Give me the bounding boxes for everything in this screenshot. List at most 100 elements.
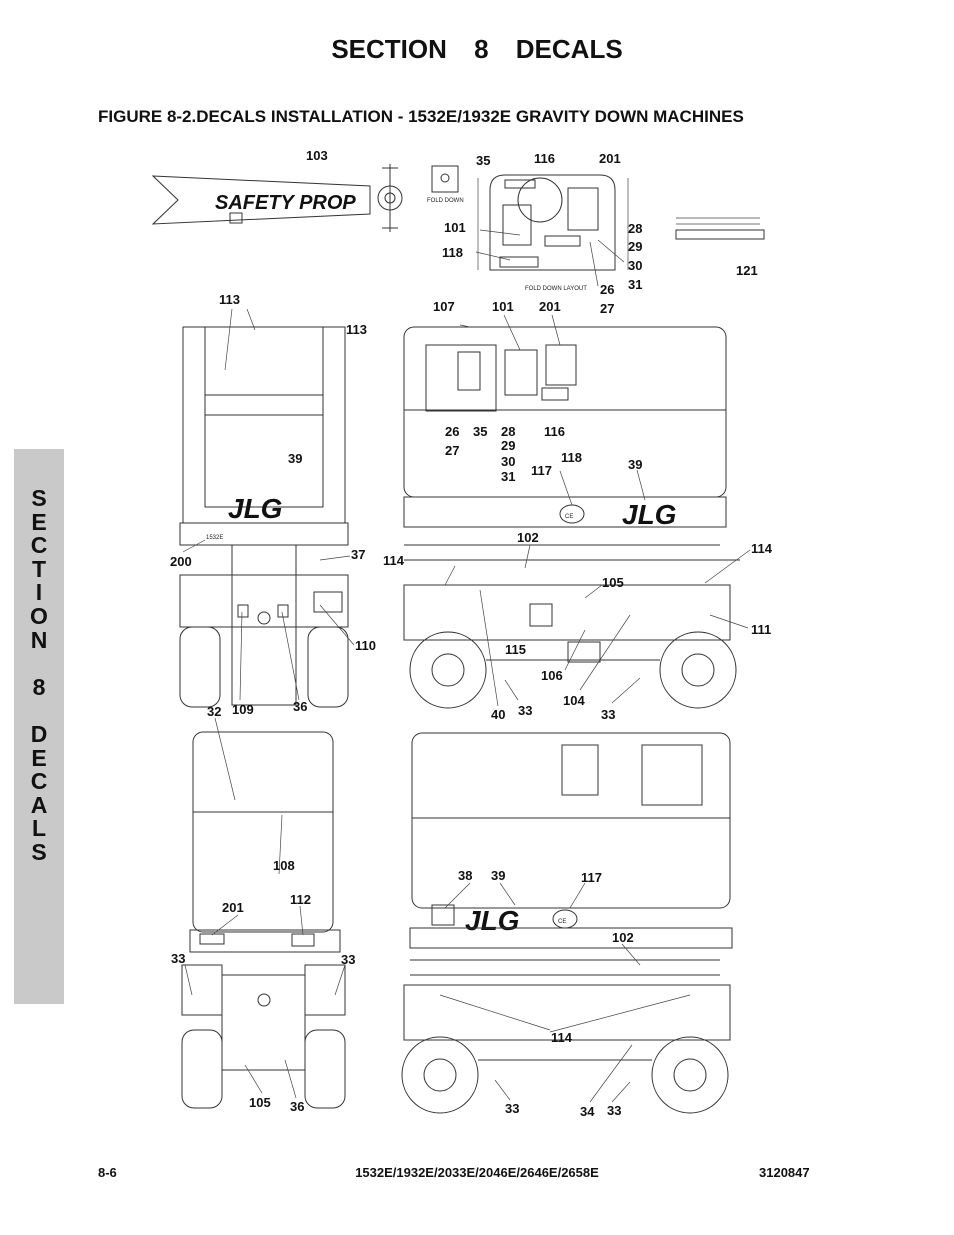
svg-text:121: 121 (736, 263, 758, 278)
svg-text:30: 30 (628, 258, 642, 273)
svg-text:101: 101 (444, 220, 466, 235)
svg-text:113: 113 (219, 292, 240, 307)
ce-mark-lower: CE (558, 919, 566, 925)
ce-mark-upper: CE (565, 514, 573, 520)
svg-text:200: 200 (170, 554, 192, 569)
svg-text:28: 28 (628, 221, 642, 236)
fold-down-layout: FOLD DOWN FOLD DOWN LAYOUT (427, 165, 629, 292)
svg-text:33: 33 (171, 951, 185, 966)
page-title: SECTION 8 DECALS (331, 34, 623, 64)
svg-text:201: 201 (539, 299, 561, 314)
svg-text:101: 101 (492, 299, 514, 314)
svg-text:110: 110 (355, 638, 376, 653)
svg-text:38: 38 (458, 868, 472, 883)
svg-text:33: 33 (505, 1101, 519, 1116)
footer-doc-number: 3120847 (759, 1165, 810, 1180)
safety-prop-decal: SAFETY PROP (151, 164, 403, 232)
side-tab-letter: N (30, 626, 48, 653)
svg-text:27: 27 (600, 301, 614, 316)
svg-text:102: 102 (612, 930, 634, 945)
svg-text:32: 32 (207, 704, 221, 719)
svg-text:106: 106 (541, 668, 563, 683)
side-tab-letter: E (31, 508, 47, 535)
svg-text:118: 118 (561, 450, 582, 465)
svg-text:31: 31 (628, 277, 642, 292)
svg-text:109: 109 (232, 702, 254, 717)
side-tab-letter: S (31, 485, 47, 511)
svg-text:37: 37 (351, 547, 365, 562)
svg-text:105: 105 (249, 1095, 271, 1110)
side-tab-letter: O (30, 602, 48, 629)
figure-title: FIGURE 8-2.DECALS INSTALLATION - 1532E/1… (98, 107, 744, 126)
side-tab-letter: D (30, 720, 48, 747)
svg-text:40: 40 (491, 707, 505, 722)
svg-text:31: 31 (501, 469, 515, 484)
svg-text:117: 117 (581, 870, 602, 885)
svg-text:112: 112 (290, 892, 311, 907)
safety-prop-text: SAFETY PROP (215, 192, 356, 214)
jlg-logo-side-upper: JLG (622, 499, 676, 530)
svg-text:104: 104 (563, 693, 585, 708)
svg-text:35: 35 (473, 424, 487, 439)
side-view-upper: JLG CE (403, 326, 740, 709)
svg-text:102: 102 (517, 530, 539, 545)
svg-text:114: 114 (551, 1030, 573, 1045)
svg-text:105: 105 (602, 575, 624, 590)
svg-text:201: 201 (222, 900, 244, 915)
svg-text:FOLD DOWN: FOLD DOWN (427, 198, 464, 204)
svg-text:26: 26 (600, 282, 614, 297)
svg-text:39: 39 (288, 451, 302, 466)
svg-text:117: 117 (531, 463, 552, 478)
side-tab-letter: 8 (32, 673, 46, 700)
svg-text:118: 118 (442, 245, 463, 260)
svg-text:115: 115 (505, 642, 526, 657)
rear-view-lower (181, 731, 346, 1109)
svg-text:33: 33 (607, 1103, 621, 1118)
rear-view-upper: 1532E JLG (179, 326, 349, 708)
svg-text:103: 103 (306, 148, 328, 163)
decal-121 (675, 217, 765, 240)
side-tab-letter: I (35, 579, 43, 606)
svg-text:111: 111 (751, 622, 771, 637)
side-tab-letter: S (31, 838, 47, 865)
svg-text:33: 33 (601, 707, 615, 722)
svg-text:30: 30 (501, 454, 515, 469)
svg-text:29: 29 (501, 438, 515, 453)
svg-text:113: 113 (346, 322, 367, 337)
fold-down-layout-label: FOLD DOWN LAYOUT (525, 286, 587, 292)
svg-text:114: 114 (383, 553, 405, 568)
svg-text:27: 27 (445, 443, 459, 458)
svg-text:26: 26 (445, 424, 459, 439)
svg-text:29: 29 (628, 239, 642, 254)
footer-models: 1532E/1932E/2033E/2046E/2646E/2658E (355, 1165, 599, 1180)
svg-text:28: 28 (501, 424, 515, 439)
callout-numbers: 103 35 116 201 101 28 29 118 30 121 31 2… (170, 148, 773, 1119)
svg-text:39: 39 (628, 457, 642, 472)
model-plate: 1532E (206, 535, 223, 541)
svg-text:108: 108 (273, 858, 295, 873)
svg-text:33: 33 (341, 952, 355, 967)
svg-text:116: 116 (544, 424, 565, 439)
side-tab-letter: E (31, 744, 47, 771)
side-tab-letter: C (30, 532, 48, 559)
side-tab-letter: A (30, 791, 48, 818)
side-tab-letter: C (30, 768, 48, 795)
leader-lines (182, 229, 751, 1103)
svg-text:114: 114 (751, 541, 773, 556)
svg-text:34: 34 (580, 1104, 595, 1119)
footer-page-number: 8-6 (98, 1165, 117, 1180)
side-tab-letter: T (31, 555, 47, 582)
side-view-lower: JLG CE (401, 732, 733, 1114)
side-tab-letter: L (31, 815, 47, 842)
svg-text:35: 35 (476, 153, 490, 168)
svg-text:39: 39 (491, 868, 505, 883)
svg-text:33: 33 (518, 703, 532, 718)
jlg-logo-rear: JLG (228, 493, 282, 524)
svg-text:107: 107 (433, 299, 455, 314)
svg-text:201: 201 (599, 151, 621, 166)
jlg-logo-side-lower: JLG (465, 905, 519, 936)
svg-text:116: 116 (534, 151, 555, 166)
